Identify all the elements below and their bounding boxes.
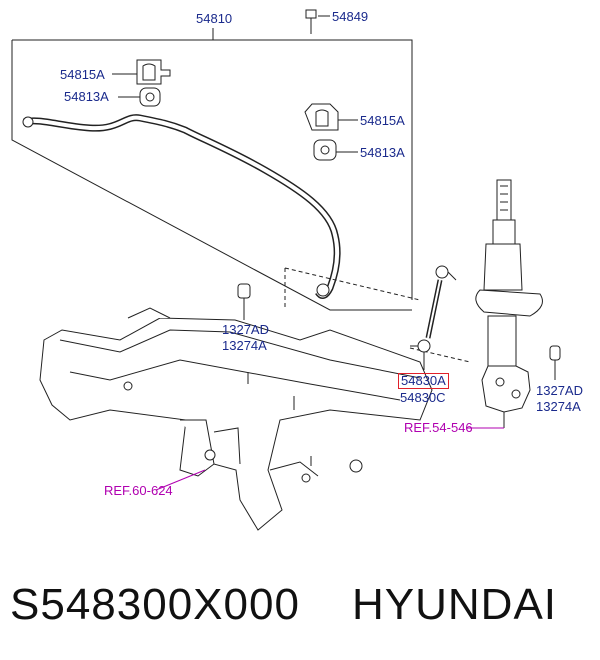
label-54815a-left: 54815A: [60, 67, 105, 82]
bushing-bracket-icon: [112, 59, 171, 85]
nut-icon: [549, 345, 561, 380]
group-frame: [11, 39, 413, 311]
bolt-icon: [305, 9, 330, 34]
label-54815a-right: 54815A: [360, 113, 405, 128]
brand-name-text: HYUNDAI: [352, 580, 558, 629]
label-54830a-highlighted[interactable]: 54830A: [398, 373, 449, 389]
label-13274a-right: 13274A: [536, 399, 581, 414]
label-1327ad-right: 1327AD: [536, 383, 583, 398]
label-54830c: 54830C: [400, 390, 446, 405]
label-13274a-mid: 13274A: [222, 338, 267, 353]
label-54849: 54849: [332, 9, 369, 24]
subframe-icon: [39, 307, 433, 531]
label-54813a-right: 54813A: [360, 145, 405, 160]
label-54810: 54810: [196, 11, 233, 26]
part-number-text: S548300X000: [10, 580, 300, 629]
stabilizer-link-icon: [410, 265, 457, 370]
nut-icon: [237, 283, 251, 320]
label-1327ad-mid: 1327AD: [222, 322, 269, 337]
stabilizer-bar-icon: [23, 114, 341, 299]
bushing-bracket-icon: [304, 103, 358, 131]
label-54813a-left: 54813A: [64, 89, 109, 104]
strut-icon: [475, 179, 543, 428]
rubber-bushing-icon: [118, 87, 161, 107]
ref-60-624[interactable]: REF.60-624: [104, 483, 173, 498]
rubber-bushing-icon: [313, 139, 358, 161]
ref-54-546[interactable]: REF.54-546: [404, 420, 473, 435]
